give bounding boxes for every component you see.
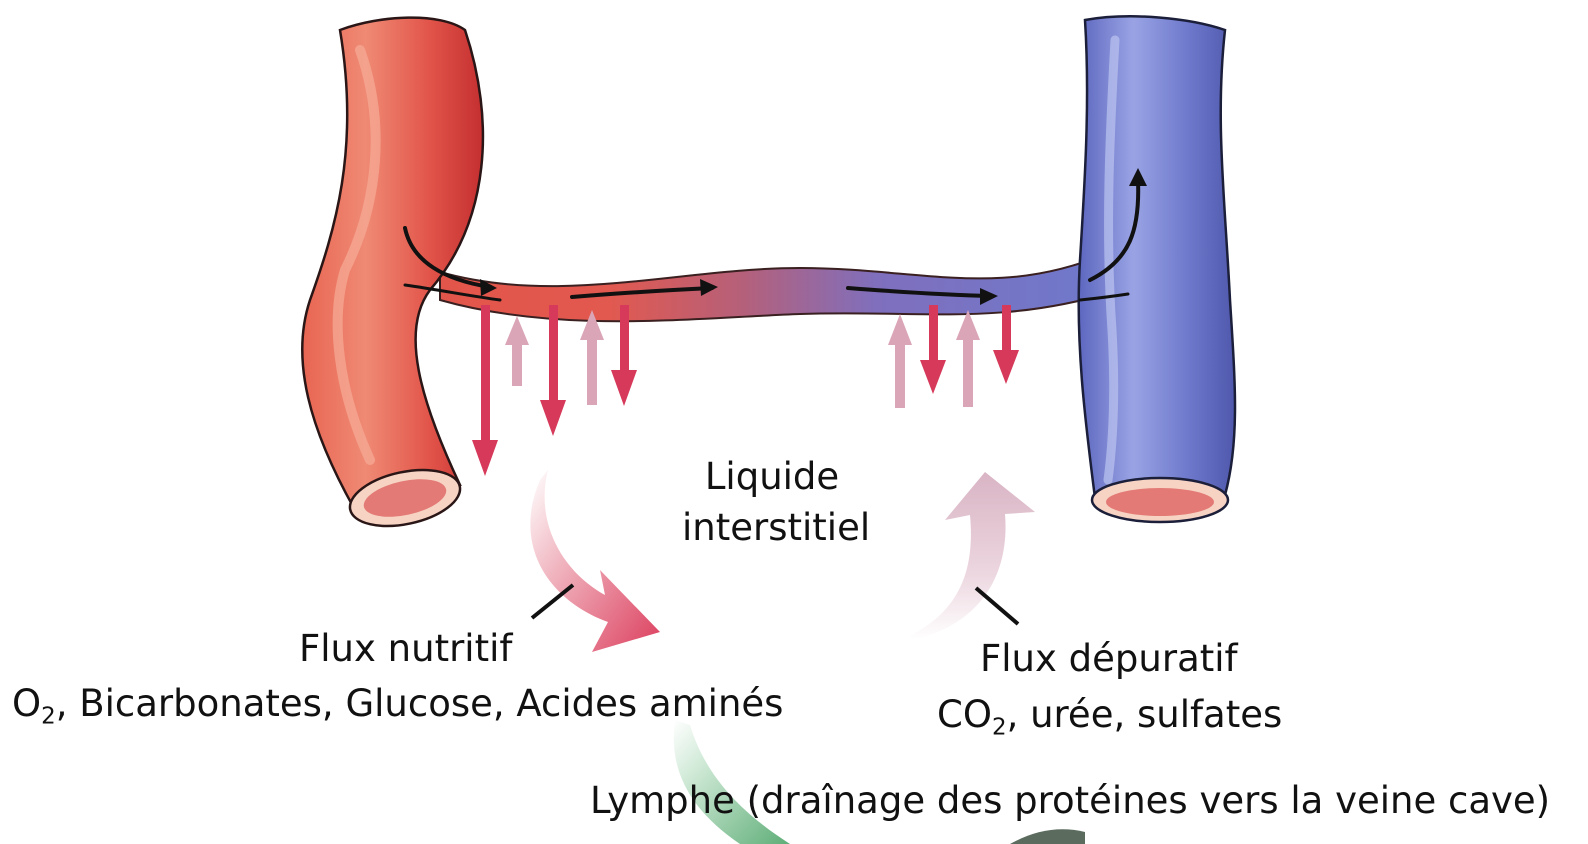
interstitial-line-2: interstitiel [682,507,862,550]
depurative-flow-title: Flux dépuratif [980,638,1238,681]
depurative-pointer-line [976,588,1018,624]
depurative-flow-swoosh [910,472,1035,640]
nutritive-flow-substances: O2, Bicarbonates, Glucose, Acides aminés [12,683,783,726]
outflow-arrow [472,305,498,476]
lymph-flow-tail [1010,829,1085,844]
outflow-arrows [472,305,1019,476]
vein-body [1079,16,1235,498]
nutritive-pointer-line [532,585,573,618]
depurative-co2-symbol: CO [937,693,992,736]
vein [1079,16,1235,522]
outflow-arrow [993,305,1019,384]
interstitial-line-1: Liquide [682,456,862,499]
interstitial-fluid-label: Liquide interstitiel [682,456,862,549]
outflow-arrow [540,305,566,436]
nutritive-flow-title: Flux nutritif [299,628,512,671]
inflow-arrow [505,316,529,386]
artery-body [302,18,483,510]
outflow-arrow [920,305,946,394]
nutritive-substances-list: , Bicarbonates, Glucose, Acides aminés [56,682,784,725]
inflow-arrows [505,310,980,408]
lymph-label: Lymphe (draînage des protéines vers la v… [590,780,1550,823]
capillary-vessel [440,252,1112,321]
depurative-co2-subscript: 2 [992,714,1007,740]
inflow-arrow [888,314,912,408]
inflow-arrow [956,310,980,407]
nutritive-oxygen-symbol: O [12,682,41,725]
nutritive-flow-swoosh [530,470,660,652]
inflow-arrow [580,310,604,405]
depurative-substances-list: , urée, sulfates [1007,693,1283,736]
nutritive-oxygen-subscript: 2 [41,703,56,729]
vein-lumen [1106,488,1214,516]
depurative-flow-substances: CO2, urée, sulfates [937,694,1282,737]
